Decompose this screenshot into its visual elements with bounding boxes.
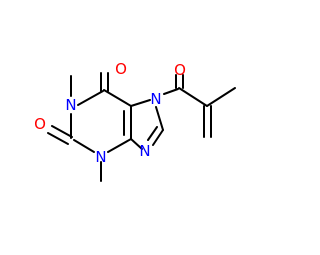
- atom-n7: N: [150, 90, 161, 108]
- molecule-structure: N N N N O O O: [34, 60, 236, 182]
- bond-c6-c5: [103, 89, 132, 107]
- bond-acyl-alkene: [178, 87, 208, 107]
- atom-n1: N: [65, 96, 76, 114]
- bond-n7-c8: [155, 106, 164, 131]
- atom-o-c6: O: [115, 60, 127, 78]
- bond-c2-o: [51, 125, 73, 138]
- bond-n3-c2: [73, 139, 95, 153]
- atom-labels: N N N N O O O: [34, 60, 186, 166]
- bond-n9-c4: [130, 138, 143, 150]
- bond-alkene-methyl: [206, 87, 236, 107]
- bond-c2-o-double: [47, 132, 69, 145]
- structure-canvas: N N N N O O O: [34, 60, 236, 182]
- bond-c5-n7: [130, 99, 151, 107]
- bonds: [47, 72, 236, 182]
- bond-c8-n9: [152, 129, 164, 146]
- atom-o-acyl: O: [174, 61, 186, 79]
- bond-c8-n9-double: [147, 126, 158, 141]
- bond-n1-c6: [77, 90, 104, 106]
- atom-o-c2: O: [34, 115, 46, 133]
- atom-n9: N: [139, 142, 150, 160]
- atom-n3: N: [95, 148, 106, 166]
- bond-c4-n3: [107, 138, 132, 153]
- bond-n7-acyl: [163, 88, 179, 95]
